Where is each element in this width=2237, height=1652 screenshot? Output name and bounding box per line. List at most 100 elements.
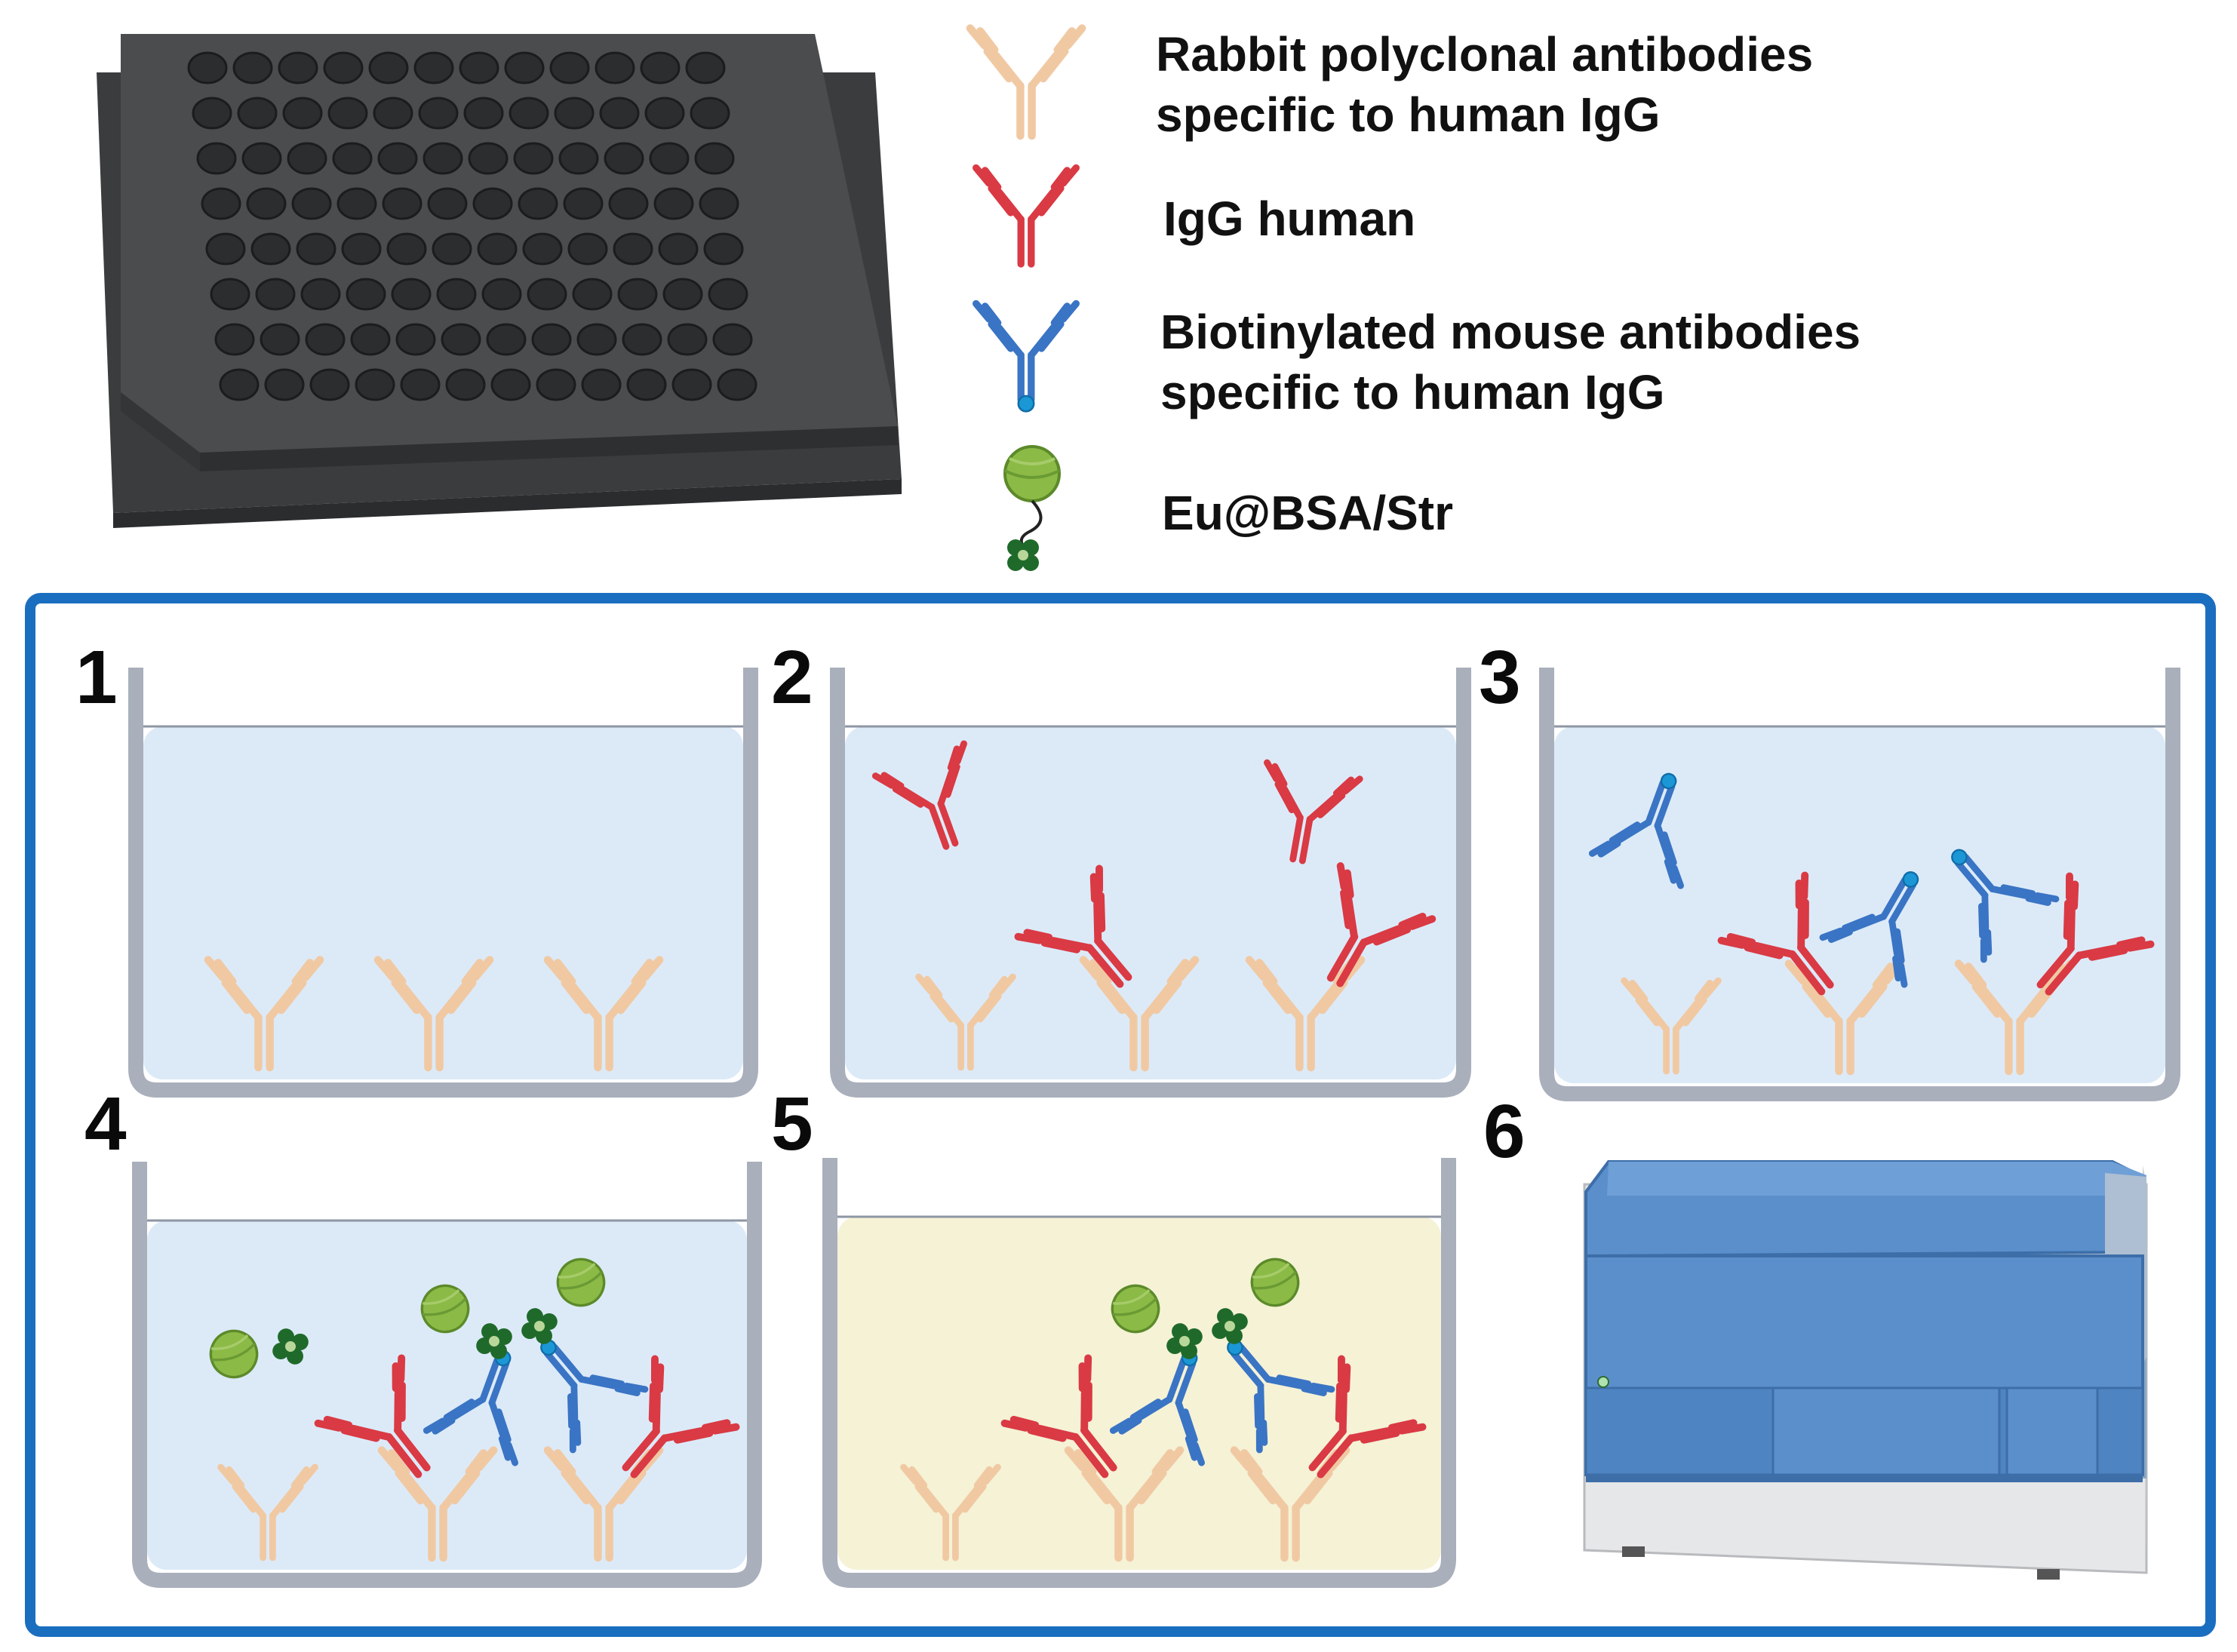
plate-well xyxy=(260,323,300,356)
plate-well xyxy=(323,51,364,84)
plate-well xyxy=(699,187,739,220)
plate-well xyxy=(531,323,572,356)
step-number-6: 6 xyxy=(1483,1089,1526,1174)
plate-well xyxy=(459,51,499,84)
well-step-2 xyxy=(830,668,1471,1098)
plate-well xyxy=(613,232,653,266)
plate-well xyxy=(486,323,527,356)
plate-well xyxy=(662,278,703,311)
plate-well xyxy=(690,97,730,130)
plate-well xyxy=(554,97,595,130)
microplate-icon xyxy=(97,34,902,528)
plate-well xyxy=(332,142,373,175)
legend-label-rabbit-line1: Rabbit polyclonal antibodies xyxy=(1156,27,1814,81)
plate-well xyxy=(608,187,649,220)
plate-well xyxy=(509,97,549,130)
plate-well xyxy=(626,368,667,401)
plate-well xyxy=(309,368,350,401)
well-step-5 xyxy=(822,1158,1456,1588)
plate-well xyxy=(241,142,282,175)
plate-well xyxy=(413,51,454,84)
plate-well xyxy=(336,187,377,220)
well-step-3 xyxy=(1539,668,2180,1101)
plate-well xyxy=(685,51,726,84)
procedure-frame xyxy=(25,593,2216,1637)
plate-well xyxy=(671,368,712,401)
plate-well xyxy=(391,278,432,311)
plate-well xyxy=(210,278,250,311)
steps-layer xyxy=(128,668,2180,1588)
plate-well xyxy=(300,278,341,311)
legend-label-rabbit-line2: specific to human IgG xyxy=(1156,88,1661,142)
plate-well xyxy=(567,232,608,266)
plate-well xyxy=(549,51,590,84)
plate-well xyxy=(558,142,599,175)
plate-well xyxy=(219,368,260,401)
plate-well xyxy=(432,232,472,266)
plate-well xyxy=(395,323,436,356)
plate-well xyxy=(640,51,681,84)
plate-well xyxy=(477,232,518,266)
plate-well xyxy=(563,187,604,220)
plate-well xyxy=(282,97,323,130)
plate-well xyxy=(527,278,567,311)
well-step-1 xyxy=(128,668,758,1098)
plate-well xyxy=(187,51,228,84)
legend-label-mouse-line1: Biotinylated mouse antibodies xyxy=(1160,305,1861,359)
plate-well xyxy=(237,97,278,130)
plate-well xyxy=(513,142,554,175)
plate-well xyxy=(291,187,332,220)
plate-well xyxy=(536,368,576,401)
plate-well xyxy=(368,51,409,84)
plate-well xyxy=(572,278,613,311)
plate-well xyxy=(581,368,622,401)
plate-well xyxy=(703,232,744,266)
plate-well xyxy=(196,142,237,175)
plate-well xyxy=(327,97,368,130)
plate-well xyxy=(255,278,296,311)
plate-well xyxy=(250,232,291,266)
plate-well xyxy=(214,323,255,356)
plate-well xyxy=(205,232,246,266)
eu-bsa-str-icon xyxy=(1003,445,1061,571)
plate-well xyxy=(232,51,273,84)
plate-well xyxy=(400,368,441,401)
plate-well xyxy=(278,51,318,84)
plate-well xyxy=(305,323,346,356)
plate-well xyxy=(604,142,644,175)
plate-well xyxy=(441,323,481,356)
plate-well xyxy=(355,368,395,401)
plate-well xyxy=(522,232,563,266)
plate-well xyxy=(644,97,685,130)
plate-well xyxy=(481,278,522,311)
plate-well xyxy=(436,278,477,311)
plate-reader-icon xyxy=(1583,1160,2148,1580)
plate-well xyxy=(427,187,468,220)
plate-well xyxy=(518,187,558,220)
plate-well xyxy=(350,323,391,356)
plate-well xyxy=(468,142,509,175)
plate-well xyxy=(595,51,635,84)
step-number-3: 3 xyxy=(1479,635,1521,720)
plate-well xyxy=(445,368,486,401)
plate-well xyxy=(717,368,757,401)
plate-well xyxy=(346,278,386,311)
step-number-2: 2 xyxy=(771,635,813,720)
plate-well xyxy=(599,97,640,130)
step-number-1: 1 xyxy=(75,635,118,720)
plate-well xyxy=(246,187,287,220)
plate-well xyxy=(341,232,382,266)
plate-well xyxy=(264,368,305,401)
plate-well xyxy=(694,142,735,175)
plate-well xyxy=(463,97,504,130)
plate-well xyxy=(490,368,531,401)
legend-label-mouse-line2: specific to human IgG xyxy=(1160,365,1665,419)
plate-well xyxy=(622,323,662,356)
plate-well xyxy=(377,142,418,175)
plate-well xyxy=(472,187,513,220)
step-number-5: 5 xyxy=(771,1082,813,1166)
legend-label-human-igg: IgG human xyxy=(1163,192,1416,246)
legend xyxy=(970,28,1082,571)
plate-well xyxy=(617,278,658,311)
plate-well xyxy=(296,232,336,266)
